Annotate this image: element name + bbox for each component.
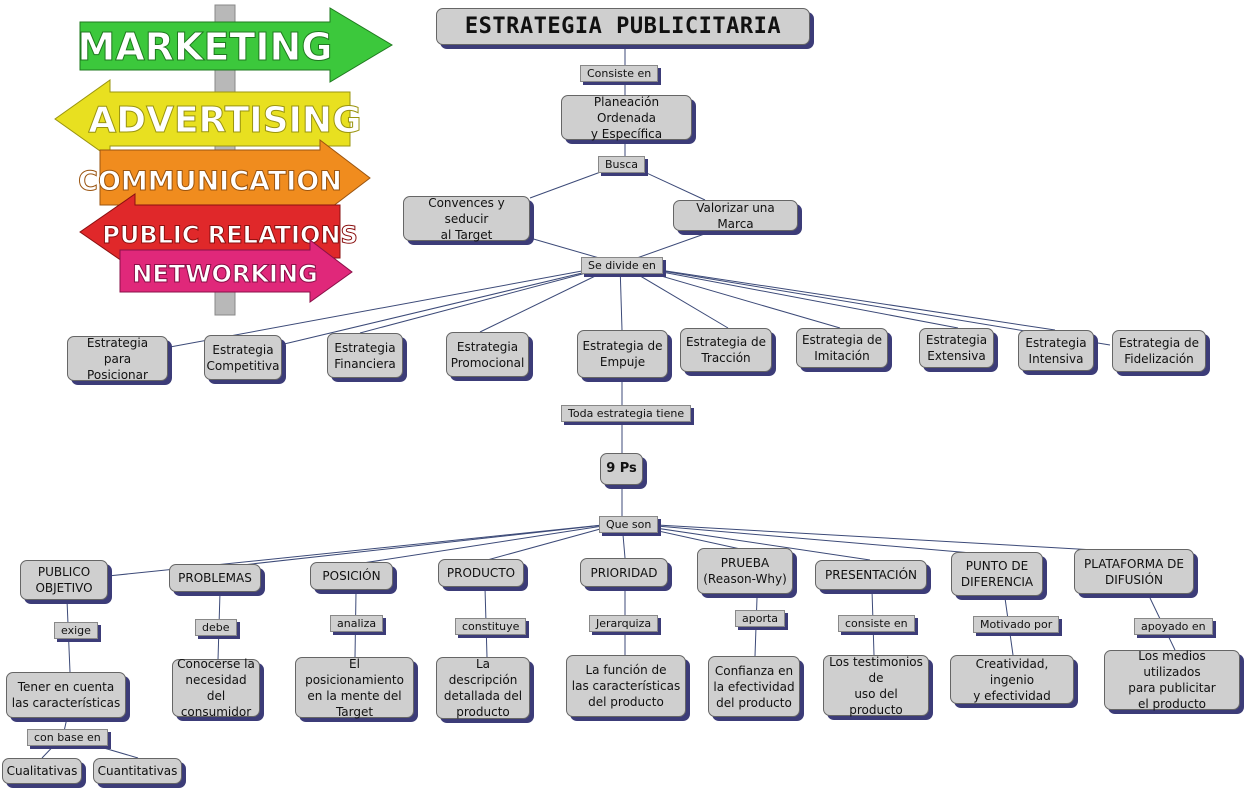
prioridad-node: PRIORIDAD xyxy=(580,558,668,587)
posicion-node: POSICIÓN xyxy=(310,562,393,590)
estrategia-imitacion-node: Estrategia de Imitación xyxy=(796,328,888,368)
link-constituye: constituye xyxy=(455,618,527,635)
nueve-ps-node: 9 Ps xyxy=(600,453,643,485)
presentacion-node: PRESENTACIÓN xyxy=(815,560,927,590)
testimonios-node: Los testimonios de uso del producto xyxy=(823,655,929,717)
estrategia-financiera-node: Estrategia Financiera xyxy=(327,333,403,378)
link-se-divide-en: Se divide en xyxy=(581,257,663,274)
estrategia-traccion-node: Estrategia de Tracción xyxy=(680,328,772,372)
link-busca: Busca xyxy=(598,156,646,173)
link-consiste-en: Consiste en xyxy=(580,65,659,82)
marketing-arrow: MARKETING xyxy=(77,7,393,83)
link-analiza: analiza xyxy=(330,615,384,632)
conocerse-node: Conocerse la necesidad del consumidor xyxy=(172,657,260,719)
punto-diferencia-node: PUNTO DE DIFERENCIA xyxy=(951,552,1043,596)
link-motivado-por: Motivado por xyxy=(973,616,1060,633)
link-aporta: aporta xyxy=(735,610,786,627)
signpost-illustration: MARKETING ADVERTISING COMMUNICATION PUBL… xyxy=(54,4,393,316)
funcion-node: La función de las características del pr… xyxy=(566,655,686,717)
link-apoyado-en: apoyado en xyxy=(1134,618,1213,635)
link-jerarquiza: Jerarquiza xyxy=(589,615,659,632)
plataforma-difusion-node: PLATAFORMA DE DIFUSIÓN xyxy=(1074,549,1194,594)
descripcion-node: La descripción detallada del producto xyxy=(436,657,530,719)
producto-node: PRODUCTO xyxy=(438,559,524,587)
link-debe: debe xyxy=(195,619,237,636)
marketing-label: MARKETING xyxy=(78,25,333,69)
estrategia-competitiva-node: Estrategia Competitiva xyxy=(204,335,282,380)
title-node: ESTRATEGIA PUBLICITARIA xyxy=(436,8,810,45)
link-toda-estrategia-tiene: Toda estrategia tiene xyxy=(561,405,692,422)
cuantitativas-node: Cuantitativas xyxy=(93,758,182,784)
communication-label: COMMUNICATION xyxy=(78,166,342,197)
estrategia-extensiva-node: Estrategia Extensiva xyxy=(919,328,994,368)
planeacion-node: Planeación Ordenada y Específica xyxy=(561,95,692,141)
medios-node: Los medios utilizados para publicitar el… xyxy=(1104,649,1240,711)
link-que-son: Que son xyxy=(599,516,659,533)
advertising-arrow: ADVERTISING xyxy=(54,79,362,159)
convencer-node: Convences y seducir al Target xyxy=(403,196,530,242)
cualitativas-node: Cualitativas xyxy=(2,758,82,784)
estrategia-posicionar-node: Estrategia para Posicionar xyxy=(67,336,168,382)
estrategia-empuje-node: Estrategia de Empuje xyxy=(577,330,668,378)
estrategia-fidelizacion-node: Estrategia de Fidelización xyxy=(1112,330,1206,372)
link-exige: exige xyxy=(54,622,98,639)
advertising-label: ADVERTISING xyxy=(88,100,361,141)
link-consiste-en-2: consiste en xyxy=(838,615,915,632)
confianza-node: Confianza en la efectividad del producto xyxy=(708,656,800,717)
publico-objetivo-node: PUBLICO OBJETIVO xyxy=(20,560,108,600)
posicionamiento-node: El posicionamiento en la mente del Targe… xyxy=(295,657,414,719)
prueba-node: PRUEBA (Reason-Why) xyxy=(697,548,793,594)
estrategia-intensiva-node: Estrategia Intensiva xyxy=(1018,330,1094,371)
networking-arrow: NETWORKING xyxy=(119,238,353,303)
tener-cuenta-node: Tener en cuenta las características xyxy=(6,672,126,718)
valorizar-node: Valorizar una Marca xyxy=(673,200,798,231)
creatividad-node: Creatividad, ingenio y efectividad xyxy=(950,655,1074,704)
link-con-base-en: con base en xyxy=(27,729,108,746)
networking-label: NETWORKING xyxy=(132,260,318,288)
estrategia-promocional-node: Estrategia Promocional xyxy=(446,332,529,377)
problemas-node: PROBLEMAS xyxy=(169,564,261,592)
